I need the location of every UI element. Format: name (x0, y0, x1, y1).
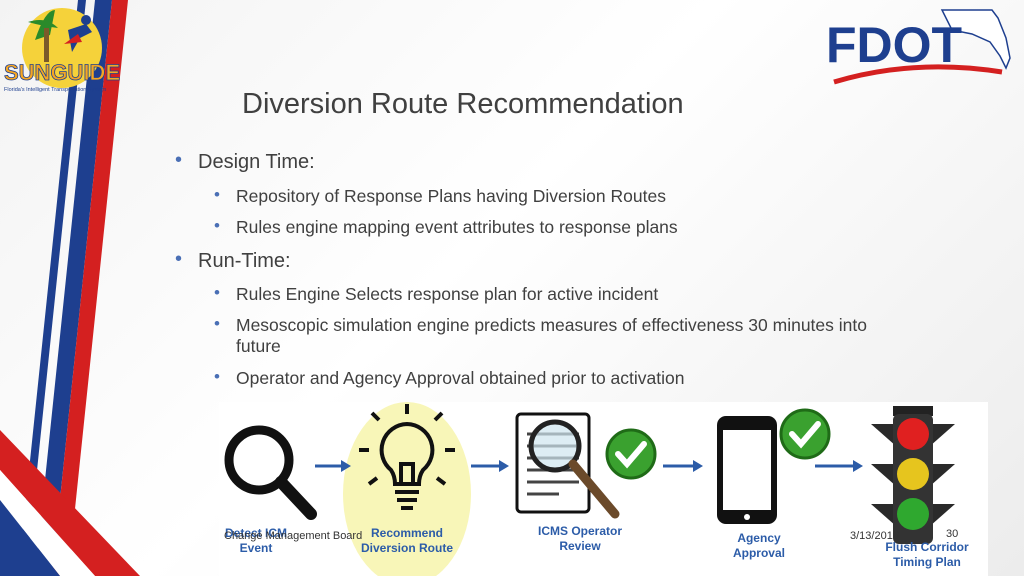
traffic-light-icon (871, 406, 955, 544)
sub-bullet-dot: • (214, 185, 220, 204)
phone-icon (717, 416, 777, 524)
checkmark-icon (605, 428, 657, 480)
decorative-stripes (0, 0, 140, 576)
bullet-dot: • (175, 248, 183, 270)
document-review-icon (515, 412, 620, 519)
arrow-icon (471, 460, 509, 472)
sub-bullet-dot: • (214, 283, 220, 302)
bullet-dot: • (175, 149, 183, 171)
sunguide-tagline: Florida's Intelligent Transportation Sys… (4, 87, 107, 93)
magnifier-icon (224, 425, 317, 520)
sub-bullet-dot: • (214, 216, 220, 235)
sub-bullet: Rules Engine Selects response plan for a… (236, 284, 659, 304)
sub-bullet-dot: • (214, 314, 220, 333)
fdot-wordmark: FDOT (826, 17, 962, 73)
footer-text: Change Management Board (224, 530, 363, 542)
sunguide-wordmark: SUNGUIDE (4, 60, 120, 85)
arrow-icon (815, 460, 863, 472)
sub-bullet: Operator and Agency Approval obtained pr… (236, 368, 685, 388)
fdot-logo: FDOT (822, 4, 1018, 88)
arrow-icon (663, 460, 703, 472)
sub-bullet-dot: • (214, 367, 220, 386)
highlight-glow (343, 402, 471, 576)
sub-bullet-continuation: future (236, 336, 281, 356)
lightbulb-icon (359, 404, 455, 510)
slide-number: 30 (946, 528, 959, 540)
sunguide-logo: SUNGUIDE Florida's Intelligent Transport… (0, 0, 125, 105)
sub-bullet: Mesoscopic simulation engine predicts me… (236, 315, 867, 335)
checkmark-icon (779, 408, 831, 460)
arrow-icon (315, 460, 351, 472)
sub-bullet: Repository of Response Plans having Dive… (236, 186, 666, 206)
bullet-run-time: Run-Time: (198, 250, 291, 272)
footer-date: 3/13/2018 (850, 530, 899, 542)
bullet-design-time: Design Time: (198, 151, 315, 173)
slide-title: Diversion Route Recommendation (242, 88, 684, 120)
sub-bullet: Rules engine mapping event attributes to… (236, 217, 678, 237)
